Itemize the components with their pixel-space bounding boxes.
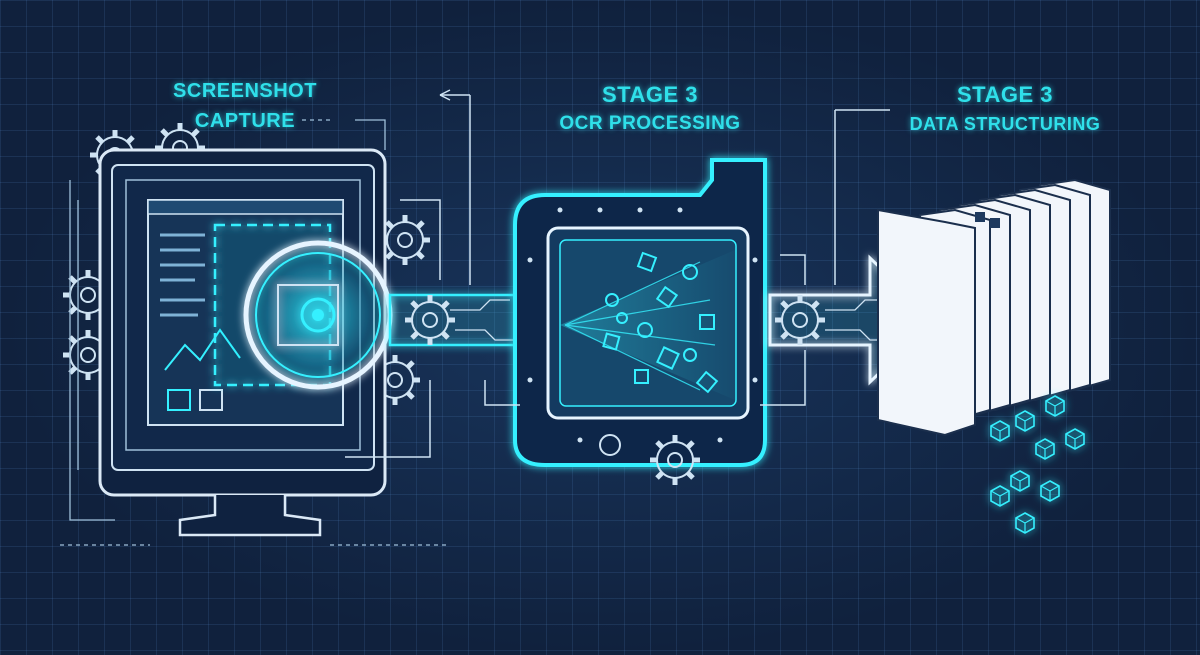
stage-1-label: SCREENSHOT CAPTURE [150,76,340,136]
stage-3-title: STAGE 3 [956,82,1053,107]
stage-2-title: STAGE 3 [601,82,698,107]
magnifier-icon [243,240,393,390]
stage-3-label: STAGE 3 DATA STRUCTURING [880,80,1130,138]
stage-3-subtitle: DATA STRUCTURING [909,114,1101,134]
callout-lines [345,89,890,458]
stage-1-subtitle: CAPTURE [194,110,296,132]
flow-channel-1 [388,295,522,345]
stage-2-subtitle: OCR PROCESSING [559,113,741,134]
ocr-processor-chip-icon [513,158,767,485]
document-stack-icon [877,178,1111,534]
stage-2-label: STAGE 3 OCR PROCESSING [520,80,780,138]
stage-1-title: SCREENSHOT [173,80,317,102]
